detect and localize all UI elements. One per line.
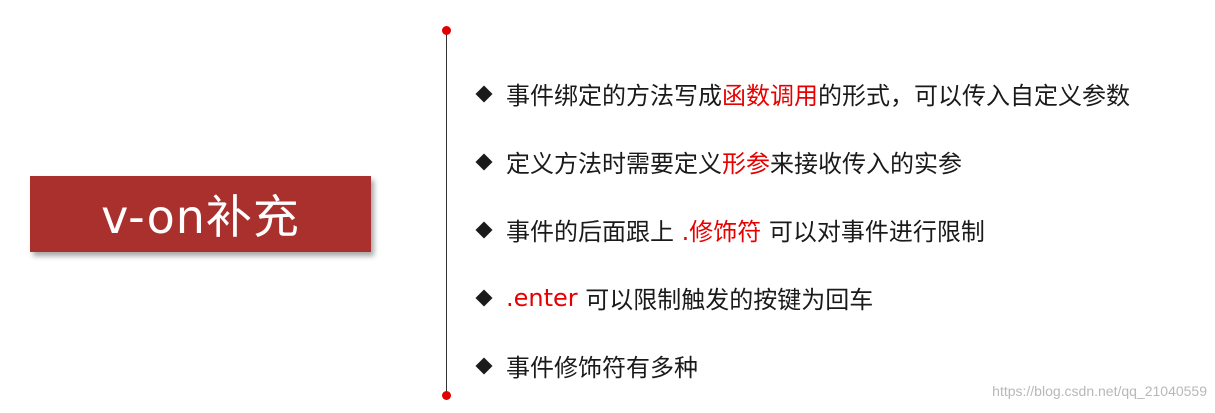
timeline-divider [446, 30, 447, 396]
bullet-highlight: .enter [506, 283, 578, 312]
timeline-bottom-dot [442, 391, 451, 400]
title-banner: v-on补充 [30, 176, 371, 252]
diamond-bullet-icon [475, 289, 493, 306]
bullet-highlight: 函数调用 [722, 82, 818, 110]
bullet-text: 事件修饰符有多种 [506, 354, 698, 382]
bullet-item: .enter 可以限制触发的按键为回车 [474, 280, 873, 315]
bullet-text: 来接收传入的实参 [770, 150, 962, 178]
diamond-bullet-icon [475, 357, 493, 374]
diamond-bullet-icon [475, 153, 493, 170]
diamond-bullet-icon [475, 221, 493, 238]
timeline-top-dot [442, 26, 451, 35]
slide-title: v-on补充 [101, 190, 300, 244]
bullet-item: 事件绑定的方法写成函数调用的形式，可以传入自定义参数 [474, 76, 1130, 111]
watermark-url: https://blog.csdn.net/qq_21040559 [992, 383, 1207, 399]
bullet-item: 定义方法时需要定义形参来接收传入的实参 [474, 144, 962, 179]
bullet-text: 定义方法时需要定义 [506, 150, 722, 178]
bullet-text: 的形式，可以传入自定义参数 [818, 82, 1130, 110]
bullet-item: 事件的后面跟上 .修饰符 可以对事件进行限制 [474, 212, 985, 247]
bullet-text: 事件的后面跟上 [506, 218, 682, 246]
bullet-highlight: 形参 [722, 150, 770, 178]
bullet-text: 事件绑定的方法写成 [506, 82, 722, 110]
bullet-list: 事件绑定的方法写成函数调用的形式，可以传入自定义参数 定义方法时需要定义形参来接… [474, 0, 1209, 413]
bullet-text: 可以限制触发的按键为回车 [577, 286, 874, 314]
diamond-bullet-icon [475, 85, 493, 102]
bullet-highlight: .修饰符 [681, 218, 762, 246]
bullet-item: 事件修饰符有多种 [474, 348, 698, 383]
bullet-text: 可以对事件进行限制 [761, 218, 985, 246]
